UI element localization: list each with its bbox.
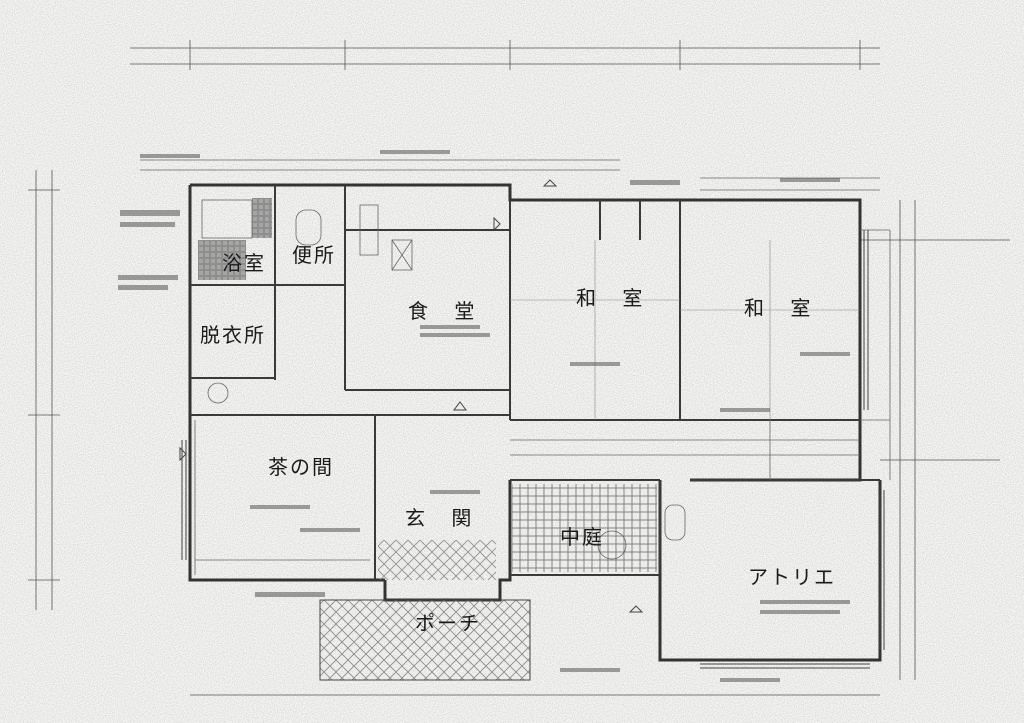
room-label-dining: 食 堂 <box>408 299 484 323</box>
annotation-blocks <box>118 150 850 682</box>
room-label-atelier: アトリエ <box>748 565 836 589</box>
room-label-washitsu-1: 和 室 <box>576 286 652 310</box>
porch-floor-hatch <box>320 600 530 680</box>
interior-walls <box>190 185 880 580</box>
tatami-lines <box>510 240 860 420</box>
room-labels: 浴室 便所 脱衣所 食 堂 和 室 和 室 茶の間 玄 関 中庭 アトリエ ポー… <box>200 243 836 635</box>
room-label-bath: 浴室 <box>222 251 266 275</box>
direction-arrows <box>179 179 644 613</box>
window-marks <box>181 230 885 669</box>
porch-outline <box>319 599 531 681</box>
room-label-toilet: 便所 <box>292 243 336 267</box>
room-label-genkan: 玄 関 <box>405 506 481 530</box>
genkan-floor-hatch <box>378 540 496 580</box>
dimension-lines <box>28 40 1010 696</box>
room-label-washitsu-2: 和 室 <box>744 296 820 320</box>
bath-floor-tile <box>198 240 246 280</box>
courtyard-tile <box>512 484 657 572</box>
detail-lines <box>140 159 891 575</box>
bath-wall-tile <box>252 198 272 238</box>
room-label-chanoma: 茶の間 <box>268 455 334 479</box>
room-label-nakaniwa: 中庭 <box>560 525 604 549</box>
room-label-dressing: 脱衣所 <box>200 323 266 347</box>
room-label-porch: ポーチ <box>415 611 481 635</box>
